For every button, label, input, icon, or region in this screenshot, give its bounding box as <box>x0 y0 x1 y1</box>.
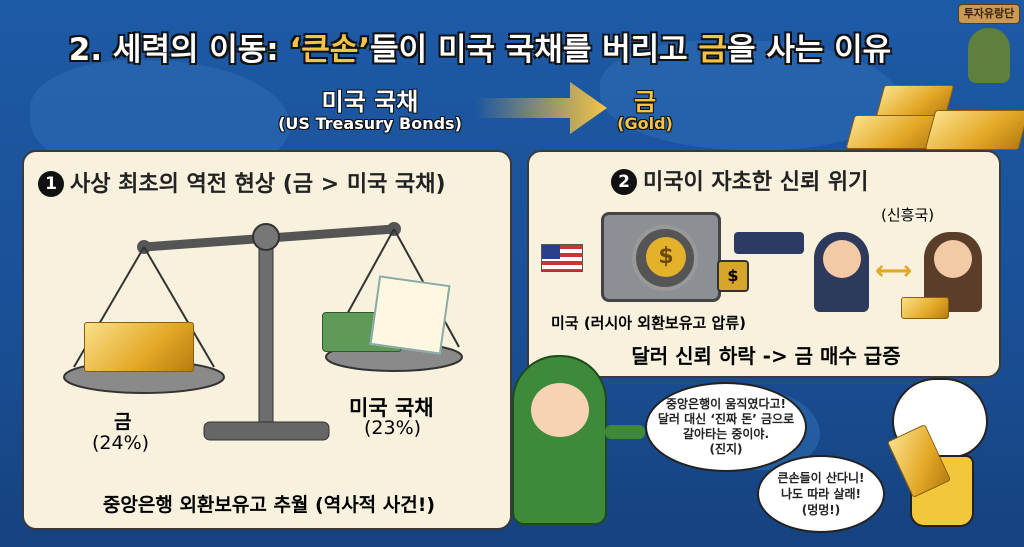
pointing-arm-icon <box>605 425 645 439</box>
speech-bubble-dog: 큰손들이 산다니! 나도 따라 살래! (멍멍!) <box>757 455 885 533</box>
dollar-coin-icon: $ <box>646 237 686 277</box>
gold-percent: (24%) <box>92 432 150 454</box>
step-number: 2 <box>611 169 637 195</box>
exchange-arrow-icon: ⟷ <box>875 256 913 286</box>
mascot-icon <box>968 28 1010 83</box>
bubble-line: 달러 대신 ‘진짜 돈’ 금으로 <box>657 412 795 426</box>
boy-character-icon <box>512 355 607 525</box>
arrow-right-icon <box>475 82 607 134</box>
bubble-line: 큰손들이 산다니! <box>777 471 865 485</box>
padlock-icon: $ <box>717 260 749 292</box>
bubble-line: (진지) <box>709 442 743 456</box>
us-flag-icon <box>541 244 583 272</box>
bond-label: 미국 국채 <box>349 396 434 420</box>
hand-icon <box>734 232 804 254</box>
page-title: 2. 세력의 이동: ‘큰손’들이 미국 국채를 버리고 금을 사는 이유 <box>68 32 892 68</box>
us-seizure-note: 미국 (러시아 외환보유고 압류) <box>551 314 746 332</box>
from-sublabel: (US Treasury Bonds) <box>278 114 462 133</box>
vault-icon: $ <box>601 212 721 302</box>
bond-certificate-icon <box>369 275 451 355</box>
from-label: 미국 국채 <box>321 88 419 116</box>
to-label: 금 <box>633 88 657 116</box>
logo-badge: 투자유랑단 <box>958 4 1020 24</box>
gold-bar-icon <box>924 110 1024 150</box>
bubble-line: (멍멍!) <box>801 503 841 517</box>
bubble-line: 갈아타는 중이야. <box>682 427 770 441</box>
gold-bars-icon <box>84 322 194 372</box>
bubble-line: 중앙은행이 움직였다고! <box>665 397 787 411</box>
step-number: 1 <box>38 171 64 197</box>
panel-caption: 중앙은행 외환보유고 추월 (역사적 사건!) <box>102 494 436 516</box>
bond-percent: (23%) <box>364 417 422 439</box>
gold-bars-icon <box>901 297 949 319</box>
speech-bubble-boy: 중앙은행이 움직였다고! 달러 대신 ‘진짜 돈’ 금으로 갈아타는 중이야. … <box>645 382 807 472</box>
worried-man-icon <box>814 232 869 312</box>
panel-heading: 사상 최초의 역전 현상 (금 > 미국 국채) <box>70 172 446 197</box>
gold-label: 금 <box>114 411 132 433</box>
panel-caption: 달러 신뢰 하락 -> 금 매수 급증 <box>631 344 901 368</box>
emerging-markets-label: (신흥국) <box>881 206 935 224</box>
panel-heading: 미국이 자초한 신뢰 위기 <box>643 170 869 195</box>
bubble-line: 나도 따라 살래! <box>780 487 862 501</box>
to-sublabel: (Gold) <box>617 114 673 133</box>
